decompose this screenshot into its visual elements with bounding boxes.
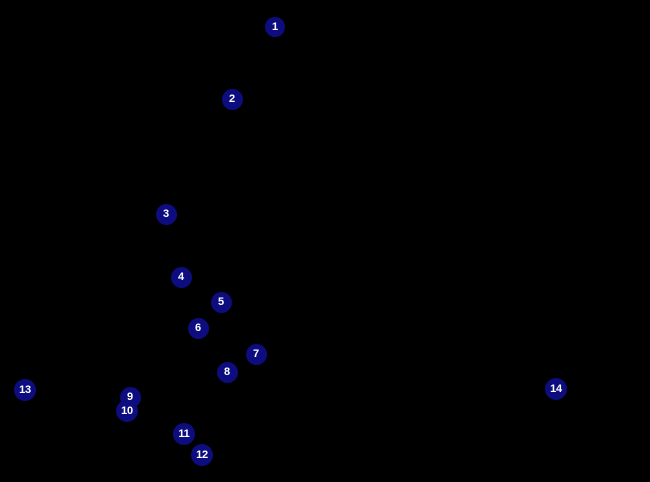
map-marker-13[interactable]: 13 bbox=[14, 379, 36, 401]
map-marker-8[interactable]: 8 bbox=[216, 361, 238, 383]
map-marker-label: 11 bbox=[178, 427, 190, 440]
map-marker-label: 8 bbox=[224, 365, 230, 378]
map-marker-label: 10 bbox=[121, 404, 133, 417]
map-marker-10[interactable]: 10 bbox=[116, 400, 138, 422]
map-marker-14[interactable]: 14 bbox=[545, 378, 567, 400]
map-marker-label: 7 bbox=[253, 347, 259, 360]
map-marker-label: 3 bbox=[163, 207, 169, 220]
map-marker-4[interactable]: 4 bbox=[170, 266, 192, 288]
map-marker-7[interactable]: 7 bbox=[245, 343, 267, 365]
map-marker-label: 14 bbox=[550, 382, 562, 395]
map-marker-6[interactable]: 6 bbox=[187, 317, 209, 339]
map-marker-12[interactable]: 12 bbox=[191, 444, 213, 466]
map-marker-label: 5 bbox=[218, 295, 224, 308]
map-marker-label: 2 bbox=[229, 92, 235, 105]
map-marker-11[interactable]: 11 bbox=[173, 423, 195, 445]
map-marker-2[interactable]: 2 bbox=[221, 88, 243, 110]
map-marker-1[interactable]: 1 bbox=[265, 17, 285, 37]
map-marker-label: 4 bbox=[178, 270, 184, 283]
map-marker-3[interactable]: 3 bbox=[155, 203, 177, 225]
map-marker-label: 9 bbox=[127, 390, 133, 403]
map-marker-label: 6 bbox=[195, 321, 201, 334]
map-marker-label: 13 bbox=[19, 383, 31, 396]
map-marker-label: 1 bbox=[272, 20, 278, 33]
map-marker-5[interactable]: 5 bbox=[210, 291, 232, 313]
map-marker-label: 12 bbox=[196, 448, 208, 461]
